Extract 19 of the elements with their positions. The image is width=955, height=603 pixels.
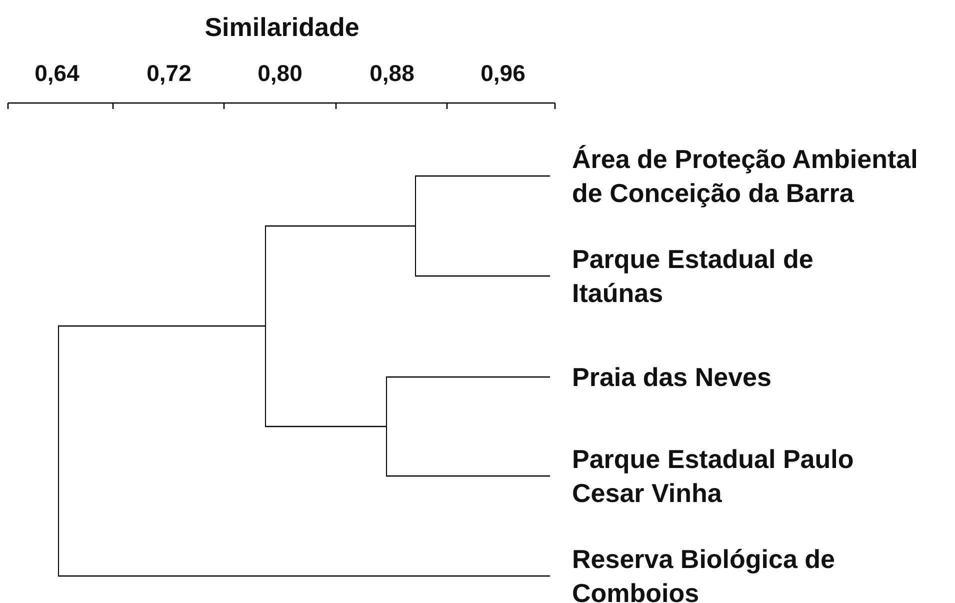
axis-tick-label: 0,64	[34, 60, 80, 87]
axis-tick-label: 0,96	[480, 60, 526, 87]
axis-tick-label: 0,72	[146, 60, 192, 87]
leaf-label: Parque Estadual de Itaúnas	[550, 242, 852, 310]
dendrogram-branch	[415, 275, 550, 277]
dendrogram-branch	[58, 575, 550, 577]
axis-tick-label: 0,88	[368, 60, 416, 87]
leaf-label: Reserva Biológica de Comboios	[550, 542, 867, 603]
dendrogram-branch	[415, 175, 550, 177]
dendrogram-branch	[386, 376, 550, 378]
axis-tick-label: 0,80	[256, 60, 304, 87]
dendrogram-branch	[265, 426, 386, 428]
dendrogram-branch	[386, 475, 550, 477]
dendrogram-branch	[58, 325, 265, 327]
dendrogram-branch	[265, 225, 415, 227]
leaf-label: Parque Estadual Paulo Cesar Vinha	[550, 442, 882, 510]
axis-title: Similaridade	[204, 12, 360, 43]
leaf-label: Área de Proteção Ambiental de Conceição da Barra	[550, 142, 937, 210]
leaf-label: Praia das Neves	[550, 360, 872, 394]
